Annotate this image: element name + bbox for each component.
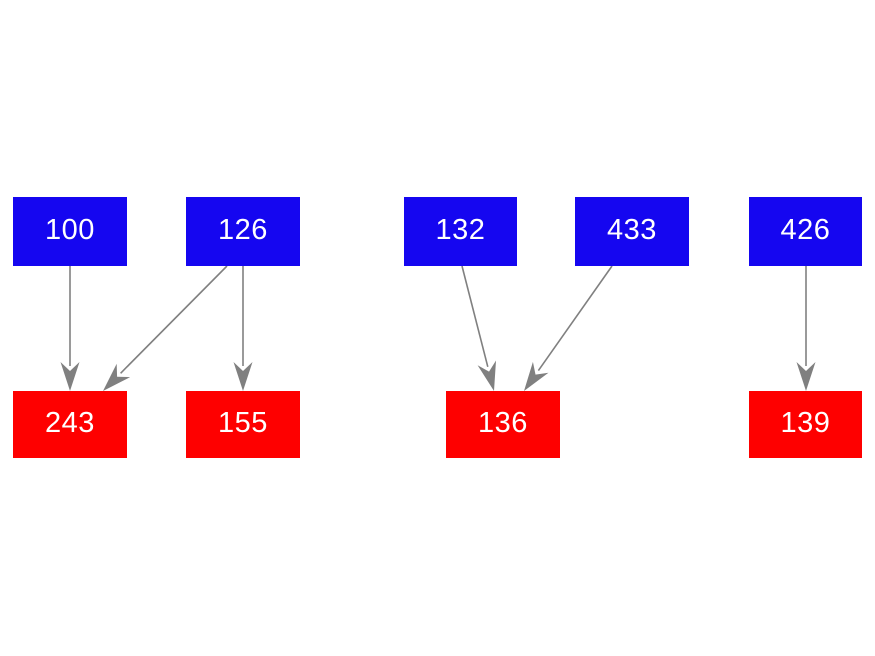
- edge-arrowhead: [524, 361, 549, 391]
- graph-edge-126-to-155[interactable]: [233, 266, 253, 391]
- edge-arrowhead: [233, 362, 253, 391]
- graph-node-426[interactable]: 426: [749, 197, 862, 266]
- graph-edge-100-to-243[interactable]: [60, 266, 80, 391]
- graph-node-100[interactable]: 100: [13, 197, 127, 266]
- graph-node-155[interactable]: 155: [186, 391, 300, 458]
- graph-node-136[interactable]: 136: [446, 391, 560, 458]
- graph-node-label: 426: [780, 214, 831, 246]
- graph-node-label: 433: [607, 214, 657, 246]
- edge-line: [120, 265, 228, 374]
- graph-node-label: 132: [435, 214, 486, 246]
- edge-arrowhead: [60, 362, 80, 391]
- edge-arrowhead: [477, 360, 497, 391]
- edge-line: [537, 265, 613, 372]
- graph-edge-426-to-139[interactable]: [796, 266, 816, 391]
- graph-node-433[interactable]: 433: [575, 197, 689, 266]
- graph-node-label: 139: [780, 407, 831, 439]
- graph-edge-132-to-136[interactable]: [461, 265, 497, 391]
- graph-edge-126-to-243[interactable]: [103, 265, 228, 391]
- graph-node-126[interactable]: 126: [186, 197, 300, 266]
- graph-node-243[interactable]: 243: [13, 391, 127, 458]
- graph-node-132[interactable]: 132: [404, 197, 517, 266]
- edge-arrowhead: [796, 362, 816, 391]
- graph-node-label: 243: [45, 407, 95, 439]
- graph-edge-433-to-136[interactable]: [524, 265, 613, 391]
- edge-arrowhead: [103, 363, 131, 391]
- graph-node-label: 136: [478, 407, 528, 439]
- graph-node-139[interactable]: 139: [749, 391, 862, 458]
- graph-node-label: 155: [218, 407, 268, 439]
- graph-node-label: 126: [218, 214, 268, 246]
- graph-node-label: 100: [45, 214, 95, 246]
- edge-line: [461, 265, 489, 367]
